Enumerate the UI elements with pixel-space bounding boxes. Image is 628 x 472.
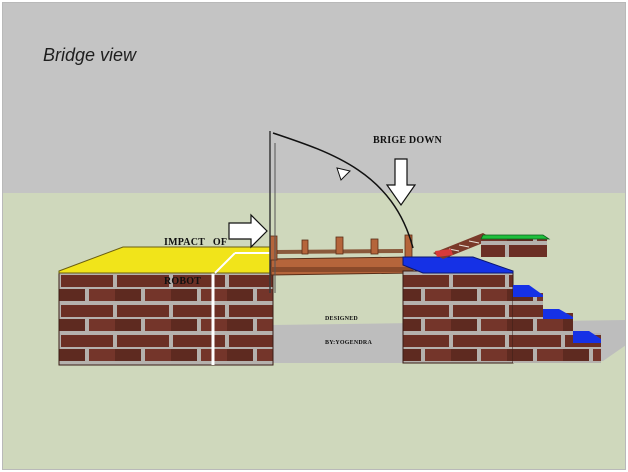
far-green-block: [481, 239, 547, 257]
bridge-post: [371, 239, 378, 254]
bridge-post: [270, 236, 277, 260]
bridge-scene: [3, 3, 626, 470]
bridge-post: [336, 237, 343, 254]
designer-credit-line2: BY:YOGENDRA: [325, 339, 372, 347]
bridge-deck: [271, 257, 413, 275]
brige-down-label: BRIGE DOWN: [373, 135, 442, 146]
impact-label-line1: IMPACT OF: [164, 236, 227, 249]
stair-blue-1: [513, 285, 543, 297]
impact-label-line2: ROBOT: [164, 275, 227, 288]
designer-credit-line1: DESIGNED: [325, 315, 372, 323]
down-arrow-icon: [387, 159, 415, 205]
rope-arrowhead-icon: [337, 168, 350, 180]
right-arrow-icon: [229, 215, 267, 247]
bridge-post: [405, 235, 412, 257]
designer-credit: DESIGNED BY:YOGENDRA: [325, 299, 372, 363]
right-brick-block: [403, 271, 513, 363]
far-green-top: [481, 235, 549, 239]
stair-brick-1: [513, 293, 543, 363]
impact-label: IMPACT OF ROBOT: [164, 210, 227, 314]
right-blue-top: [403, 257, 513, 273]
page-title: Bridge view: [43, 45, 136, 66]
bridge-post: [302, 240, 308, 254]
stair-brick-2: [543, 313, 573, 363]
